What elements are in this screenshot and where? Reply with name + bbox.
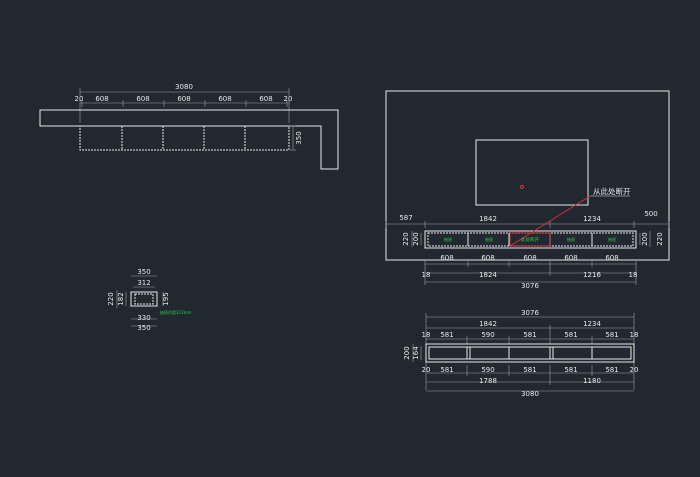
top-view-drawing[interactable]: [39, 88, 339, 170]
drawer-label: 抽屉: [444, 236, 452, 242]
elev-bottom-part: 608: [481, 254, 494, 262]
drawer-label: 抽屉: [608, 236, 616, 242]
front-view-drawing[interactable]: [412, 313, 635, 392]
elev-bottom-seg-a: 1824: [479, 271, 497, 279]
front-bottom-total: 3080: [521, 390, 539, 398]
section-top-width: 350: [137, 268, 150, 276]
front-bottom-seg-a: 1788: [479, 377, 497, 385]
section-bottom-inner: 330: [137, 314, 150, 322]
front-top-part: 581: [605, 331, 618, 339]
break-label: 此处断开: [521, 236, 539, 243]
front-bottom-seg-b: 1180: [583, 377, 601, 385]
front-h-outer: 200: [403, 346, 411, 359]
elev-bottom-part: 608: [523, 254, 536, 262]
top-part-label: 608: [136, 95, 149, 103]
section-bottom-width: 350: [137, 324, 150, 332]
elev-h-inner-left: 200: [412, 232, 420, 245]
elev-right-offset: 500: [644, 210, 657, 218]
front-bottom-part: 581: [440, 366, 453, 374]
top-part-label: 608: [259, 95, 272, 103]
top-part-label: 608: [177, 95, 190, 103]
elev-seg-a: 1842: [479, 215, 497, 223]
section-height-inner: 182: [117, 292, 125, 305]
top-part-label: 20: [75, 95, 84, 103]
drawer-label: 抽屉: [567, 236, 575, 242]
elev-h-outer-right: 220: [656, 232, 664, 245]
elev-h-inner-right: 200: [641, 232, 649, 245]
front-bottom-part: 590: [481, 366, 494, 374]
section-height-right: 195: [162, 292, 170, 305]
top-part-label: 608: [218, 95, 231, 103]
section-inner-width: 312: [137, 279, 150, 287]
front-top-part: 581: [440, 331, 453, 339]
elev-bottom-part: 18: [629, 271, 638, 279]
elev-bottom-part: 608: [440, 254, 453, 262]
elev-bottom-seg-b: 1216: [583, 271, 601, 279]
front-bottom-part: 581: [605, 366, 618, 374]
elev-bottom-part: 18: [422, 271, 431, 279]
front-top-seg-b: 1234: [583, 320, 601, 328]
front-h-inner: 164: [412, 346, 420, 360]
top-overall-label: 3080: [175, 83, 193, 91]
section-drawing[interactable]: [116, 275, 164, 327]
front-top-part: 590: [481, 331, 494, 339]
section-note: 抽屉内宽312mm: [160, 309, 192, 315]
top-part-label: 20: [284, 95, 293, 103]
front-top-part: 581: [564, 331, 577, 339]
elev-bottom-part: 608: [605, 254, 618, 262]
elev-seg-b: 1234: [583, 215, 601, 223]
front-bottom-part: 581: [523, 366, 536, 374]
elev-annotation: 从此处断开: [593, 186, 631, 196]
front-bottom-part: 20: [630, 366, 639, 374]
elev-bottom-part: 608: [564, 254, 577, 262]
front-top-total: 3076: [521, 309, 539, 317]
front-bottom-part: 581: [564, 366, 577, 374]
drawer-label: 抽屉: [485, 236, 493, 242]
front-top-part: 581: [523, 331, 536, 339]
front-view-labels: 3076 1842 1234 18 581 590 581 581 581 18…: [403, 309, 638, 398]
elevation-labels: 587 1842 1234 500 220 200 200 220 从此处断开 …: [399, 186, 664, 290]
elev-h-outer-left: 220: [402, 232, 410, 245]
section-height-outer: 220: [107, 292, 115, 305]
top-view-labels: 3080 20 608 608 608 608 608 20 350: [75, 83, 303, 145]
front-bottom-part: 20: [422, 366, 431, 374]
elev-bottom-total: 3076: [521, 282, 539, 290]
elevation-drawing[interactable]: [385, 90, 670, 285]
front-top-seg-a: 1842: [479, 320, 497, 328]
elev-left-offset: 587: [399, 214, 412, 222]
front-top-part: 18: [630, 331, 639, 339]
section-labels: 350 312 330 350 220 182 195 抽屉内宽312mm: [107, 268, 192, 332]
top-part-label: 608: [95, 95, 108, 103]
top-depth-label: 350: [295, 131, 303, 144]
front-top-part: 18: [422, 331, 431, 339]
